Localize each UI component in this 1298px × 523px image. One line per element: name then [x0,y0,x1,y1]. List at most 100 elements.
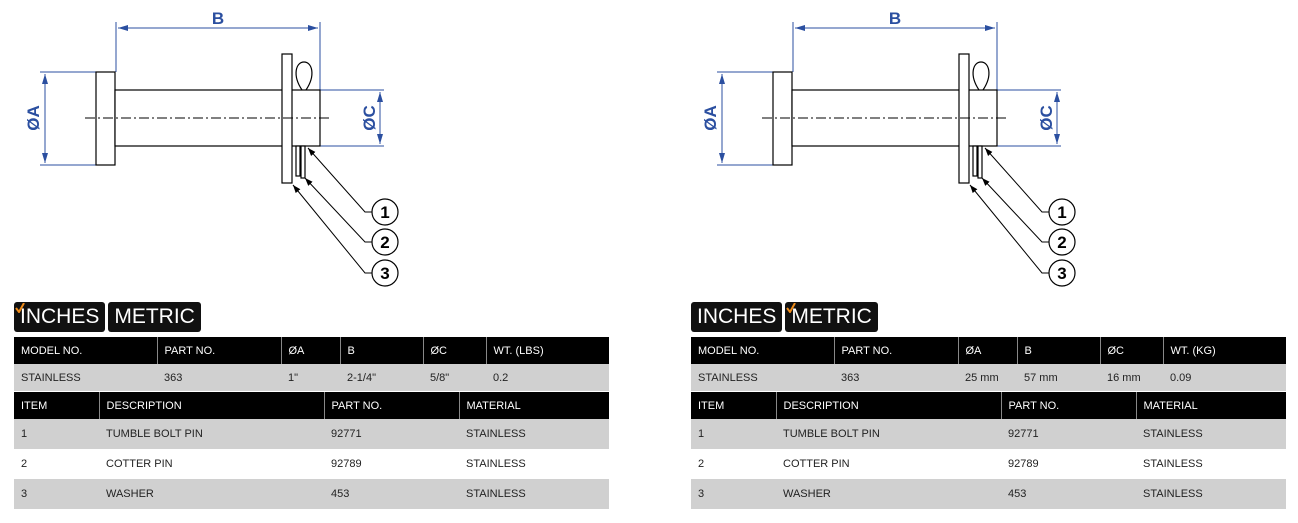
dim-b-label: B [212,9,224,28]
leader-2 [981,177,1049,243]
parts-cell: 1 [14,419,99,449]
parts-cell: 1 [691,419,776,449]
spec-header-cell: B [339,337,423,364]
spec-header-cell: MODEL NO. [691,337,834,364]
parts-cell: TUMBLE BOLT PIN [99,419,324,449]
spec-cell: 25 mm [958,364,1017,391]
unit-toggle-group: INCHES METRIC [691,302,878,332]
unit-toggle-group: INCHES METRIC [14,302,201,332]
spec-header-cell: ØA [280,337,340,364]
spec-cell: 0.09 [1163,364,1286,391]
leader-2 [304,177,372,243]
callout-circle [1048,259,1076,287]
spec-header-cell: WT. (KG) [1162,337,1286,364]
callout-number: 3 [1057,264,1066,283]
parts-cell: STAINLESS [459,419,609,449]
inches-label: INCHES [20,305,100,328]
inches-toggle[interactable]: INCHES [14,302,106,332]
parts-cell: 453 [324,479,459,509]
parts-cell: TUMBLE BOLT PIN [776,419,1001,449]
parts-cell: WASHER [776,479,1001,509]
parts-header-cell: PART NO. [1000,392,1136,419]
leader-1 [984,147,1049,213]
parts-cell: STAINLESS [459,479,609,509]
parts-header-cell: MATERIAL [1135,392,1286,419]
parts-cell: 92789 [324,449,459,479]
parts-cell: STAINLESS [1136,419,1286,449]
parts-cell: 453 [1001,479,1136,509]
parts-header-cell: ITEM [691,392,776,419]
parts-cell: COTTER PIN [776,449,1001,479]
parts-header-cell: DESCRIPTION [98,392,324,419]
metric-toggle[interactable]: METRIC [108,302,201,332]
inches-label: INCHES [697,305,777,328]
parts-cell: 92771 [324,419,459,449]
spec-header-cell: ØC [422,337,486,364]
callout-circle [371,198,399,226]
parts-header-cell: MATERIAL [458,392,609,419]
dim-c-label: ØC [1037,105,1056,131]
spec-header-cell: PART NO. [156,337,281,364]
check-icon [15,303,25,313]
spec-cell: 1" [281,364,340,391]
parts-cell: 3 [691,479,776,509]
metric-toggle[interactable]: METRIC [785,302,878,332]
callout-circle [1048,198,1076,226]
callout-circle [371,259,399,287]
spec-cell: 2-1/4" [340,364,423,391]
spec-header-cell: B [1016,337,1100,364]
spec-header-cell: ØC [1099,337,1163,364]
spec-header-cell: MODEL NO. [14,337,157,364]
callout-number: 2 [380,233,389,252]
callout-number: 1 [380,203,389,222]
callout-number: 3 [380,264,389,283]
parts-cell: WASHER [99,479,324,509]
parts-cell: COTTER PIN [99,449,324,479]
inches-toggle[interactable]: INCHES [691,302,783,332]
spec-cell: STAINLESS [14,364,157,391]
parts-cell: STAINLESS [1136,449,1286,479]
parts-cell: 92789 [1001,449,1136,479]
parts-cell: 3 [14,479,99,509]
dim-a-label: ØA [701,105,720,131]
dim-c-label: ØC [360,105,379,131]
leader-3 [969,184,1049,274]
parts-cell: 2 [691,449,776,479]
parts-cell: 2 [14,449,99,479]
callout-number: 1 [1057,203,1066,222]
parts-cell: STAINLESS [1136,479,1286,509]
parts-cell: STAINLESS [459,449,609,479]
metric-label: METRIC [791,305,872,328]
spec-header-cell: ØA [957,337,1017,364]
spec-cell: 5/8" [423,364,486,391]
spec-cell: 57 mm [1017,364,1100,391]
spec-cell: 0.2 [486,364,609,391]
leader-1 [307,147,372,213]
spec-cell: 16 mm [1100,364,1163,391]
spec-cell: 363 [157,364,281,391]
spec-header-cell: WT. (LBS) [485,337,609,364]
parts-header-cell: PART NO. [323,392,459,419]
spec-cell: STAINLESS [691,364,834,391]
check-icon [786,303,797,313]
metric-label: METRIC [114,305,195,328]
